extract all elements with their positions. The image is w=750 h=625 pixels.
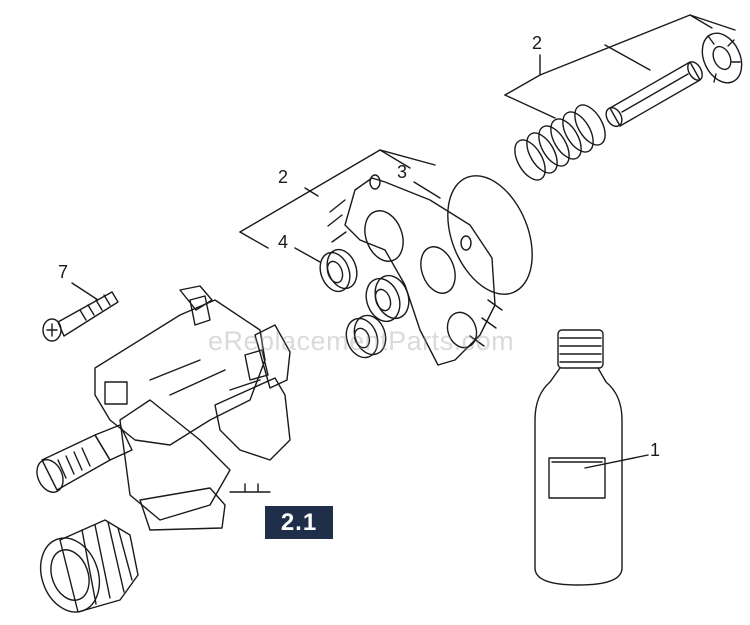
threaded-inlet-part xyxy=(36,424,133,493)
callout-4: 4 xyxy=(278,232,289,252)
watermark-text: eReplacementParts.com xyxy=(208,326,515,356)
subassembly-label-badge: 2.1 xyxy=(265,506,333,539)
callout-3: 3 xyxy=(397,162,408,182)
callout-2-mid: 2 xyxy=(278,167,289,187)
callout-1: 1 xyxy=(650,440,661,460)
seal-ring-upper xyxy=(319,248,358,293)
leader-line-3 xyxy=(413,181,441,199)
screw-part xyxy=(42,291,119,342)
valve-plate-part xyxy=(327,174,503,366)
spring-part xyxy=(514,104,606,181)
piston-rod-part xyxy=(605,61,703,128)
pump-housing-part xyxy=(94,285,291,531)
callout-2-top: 2 xyxy=(532,33,543,53)
lock-clip-part xyxy=(701,32,743,84)
leader-bracket-2-mid xyxy=(239,149,436,249)
leader-line-7 xyxy=(71,282,99,301)
o-ring-part xyxy=(447,175,533,295)
seal-ring-middle xyxy=(365,274,410,323)
leader-line-1 xyxy=(584,454,649,469)
seal-ring-lower xyxy=(345,314,387,359)
coupling-nut-part xyxy=(39,519,139,613)
oil-bottle-part xyxy=(534,329,623,586)
callout-7: 7 xyxy=(58,262,69,282)
leader-bracket-2-top xyxy=(504,14,736,119)
leader-line-4 xyxy=(294,247,321,263)
